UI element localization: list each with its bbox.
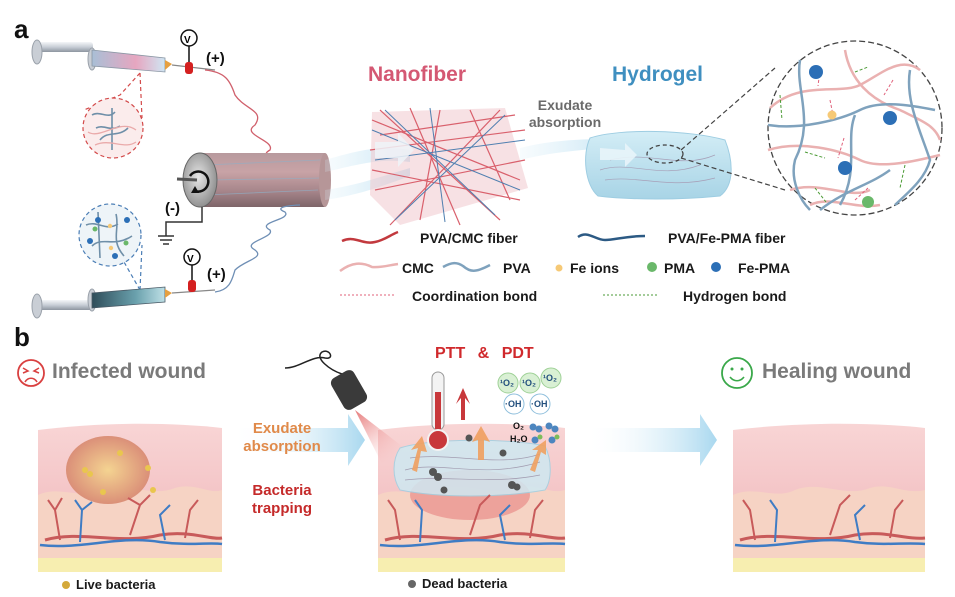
amp-label: & bbox=[477, 345, 490, 362]
laser-device bbox=[284, 350, 420, 470]
singlet-oxygen-1: ¹O₂ bbox=[500, 378, 514, 388]
nanofiber-mat bbox=[369, 107, 528, 226]
legend-pva-fepma-fiber: PVA/Fe-PMA fiber bbox=[668, 230, 786, 246]
legend-pva-cmc-fiber-icon bbox=[341, 230, 399, 244]
o2-label: O₂ bbox=[513, 421, 524, 431]
nanofiber-title: Nanofiber bbox=[368, 63, 467, 86]
panel-b-label: b bbox=[14, 322, 30, 352]
hydroxyl-radical-bubbles bbox=[503, 393, 551, 415]
electrode-bottom bbox=[183, 248, 201, 292]
legend-fe-ions-icon bbox=[555, 264, 563, 272]
hydrogel-title: Hydrogel bbox=[612, 63, 704, 86]
callout-pva-fepma-solution bbox=[78, 203, 143, 291]
dead-bacteria-icon bbox=[408, 580, 416, 588]
legend-coordination-bond: Coordination bond bbox=[412, 288, 538, 304]
legend-pma: PMA bbox=[664, 260, 696, 276]
healing-wound-title: Healing wound bbox=[762, 360, 912, 383]
dead-bacteria-label: Dead bacteria bbox=[422, 576, 508, 591]
hydroxyl-2: ·OH bbox=[531, 399, 548, 409]
treated-skin-block bbox=[378, 423, 566, 572]
live-bacteria-label: Live bacteria bbox=[76, 577, 156, 592]
step2-line1: Bacteria bbox=[252, 482, 312, 499]
happy-face-icon bbox=[721, 357, 753, 389]
infected-skin-block bbox=[38, 423, 223, 572]
syringe-top bbox=[31, 39, 216, 73]
syringe-bottom bbox=[31, 286, 216, 319]
exudate-absorption-line1: Exudate bbox=[537, 97, 593, 113]
singlet-oxygen-3: ¹O₂ bbox=[543, 373, 557, 383]
legend-cmc-icon bbox=[339, 262, 399, 273]
electrode-top-polarity: (+) bbox=[206, 50, 225, 67]
legend-hydrogen-bond: Hydrogen bond bbox=[683, 288, 787, 304]
ground-polarity: (-) bbox=[165, 200, 180, 217]
panel-a-illustration: V bbox=[31, 29, 943, 319]
electrode-top bbox=[180, 29, 198, 74]
pdt-label: PDT bbox=[501, 345, 534, 362]
legend-pva: PVA bbox=[503, 260, 531, 276]
sad-face-icon bbox=[17, 359, 45, 387]
legend-cmc: CMC bbox=[402, 260, 434, 276]
panel-a-label: a bbox=[14, 14, 29, 44]
exudate-absorption-label: Exudate absorption bbox=[510, 97, 620, 131]
step1-line2: absorption bbox=[243, 438, 321, 455]
legend-pva-cmc-fiber: PVA/CMC fiber bbox=[420, 230, 518, 246]
legend-pma-icon bbox=[647, 262, 657, 272]
h2o-label: H₂O bbox=[510, 434, 528, 444]
ptt-pdt-title: PTT & PDT bbox=[435, 345, 534, 363]
step1-line1: Exudate bbox=[252, 420, 312, 437]
step2-line2: trapping bbox=[252, 500, 312, 517]
legend-fe-pma-icon bbox=[711, 262, 721, 272]
ptt-label: PTT bbox=[435, 345, 466, 362]
live-bacteria-icon bbox=[62, 581, 70, 589]
exudate-absorption-step: Exudate absorption bbox=[232, 420, 332, 456]
singlet-oxygen-bubbles bbox=[497, 367, 562, 394]
hydrogel-block bbox=[585, 67, 786, 200]
thermometer-icon bbox=[427, 371, 449, 451]
progress-arrow-2 bbox=[585, 414, 717, 466]
electrode-bottom-polarity: (+) bbox=[207, 266, 226, 283]
voltage-symbol-top: V bbox=[184, 35, 191, 46]
panel-b-illustration bbox=[17, 350, 926, 589]
exudate-absorption-line2: absorption bbox=[528, 114, 602, 130]
infected-wound-title: Infected wound bbox=[52, 360, 206, 383]
temperature-up-arrow-icon bbox=[456, 388, 470, 420]
legend-fe-ions: Fe ions bbox=[570, 260, 620, 276]
legend-pva-icon bbox=[442, 261, 491, 272]
hydrogel-network-zoom bbox=[767, 40, 943, 216]
callout-pva-cmc-solution bbox=[82, 72, 144, 159]
progress-arrow-1 bbox=[232, 414, 365, 466]
voltage-symbol-bottom: V bbox=[187, 254, 194, 265]
singlet-oxygen-2: ¹O₂ bbox=[522, 378, 536, 388]
hydroxyl-1: ·OH bbox=[505, 399, 522, 409]
healed-skin-block bbox=[733, 423, 926, 572]
blue-jet bbox=[214, 204, 301, 293]
legend-pva-fepma-fiber-icon bbox=[577, 233, 646, 242]
legend-fe-pma: Fe-PMA bbox=[738, 260, 791, 276]
bacteria-trapping-step: Bacteria trapping bbox=[232, 482, 332, 518]
molecule-icons bbox=[529, 422, 560, 444]
rotating-drum-collector bbox=[158, 152, 331, 245]
